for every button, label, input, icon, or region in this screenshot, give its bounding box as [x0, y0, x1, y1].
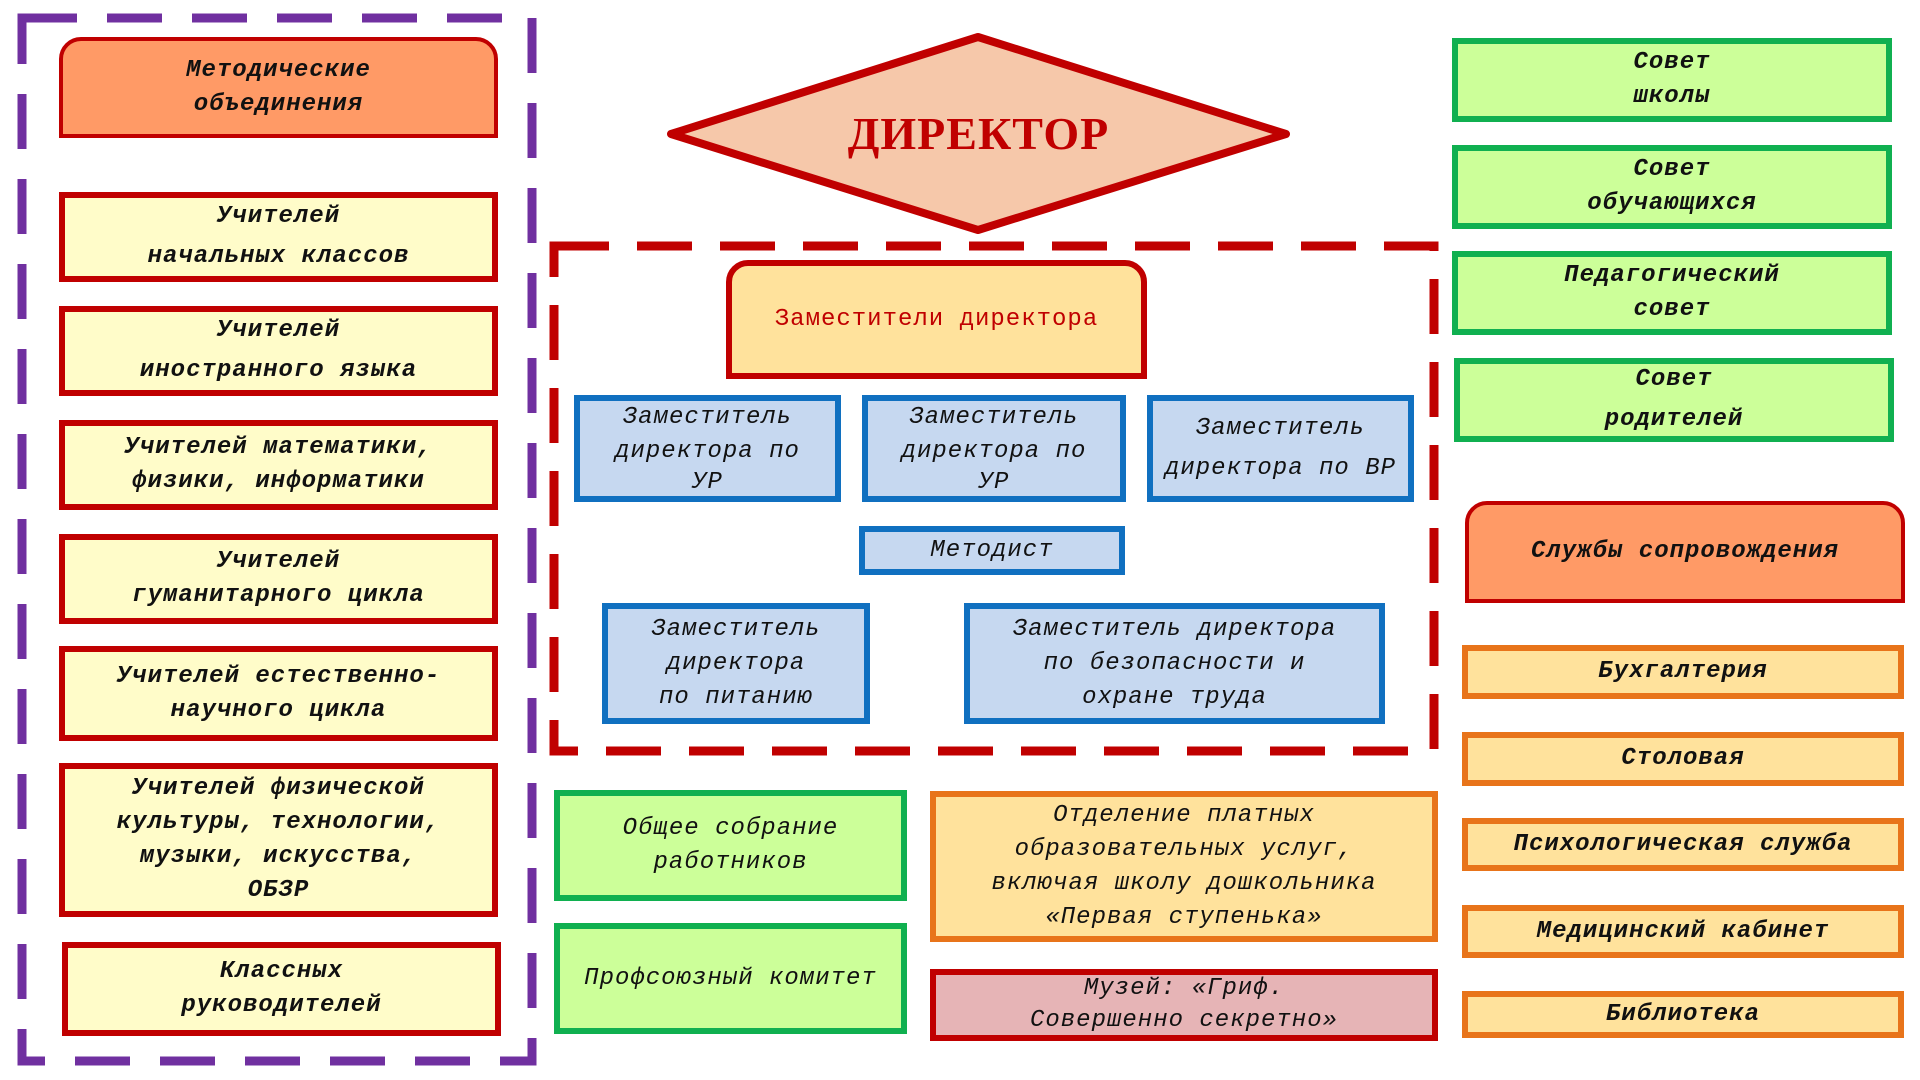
item-line: «Первая ступенька» [1045, 903, 1323, 931]
general-meeting[interactable]: Общее собрание работников [554, 790, 907, 901]
item-line: родителей [1604, 406, 1744, 433]
methodical-item-pe-arts[interactable]: Учителей физической культуры, технологии… [59, 763, 498, 917]
item-line: Учителей математики, [124, 434, 433, 461]
methodical-frame [17, 13, 537, 1066]
council-students[interactable]: Совет обучающихся [1452, 145, 1892, 229]
item-line: Медицинский кабинет [1536, 917, 1830, 945]
item-line: Заместитель [1195, 414, 1366, 442]
deputy-educational-work[interactable]: Заместитель директора по ВР [1147, 395, 1414, 502]
item-line: Столовая [1621, 745, 1745, 772]
deputies-header[interactable]: Заместители директора [726, 260, 1147, 379]
item-line: Методист [930, 536, 1054, 564]
item-line: Библиотека [1605, 1000, 1761, 1028]
support-accounting[interactable]: Бухгалтерия [1462, 645, 1904, 699]
item-line: Профсоюзный комитет [584, 964, 877, 992]
item-line: Бухгалтерия [1598, 658, 1768, 685]
paid-services-department[interactable]: Отделение платных образовательных услуг,… [930, 791, 1438, 942]
item-line: по питанию [658, 683, 814, 711]
item-line: Учителей [216, 317, 341, 344]
item-line: Педагогический [1564, 262, 1780, 289]
support-library[interactable]: Библиотека [1462, 991, 1904, 1038]
methodical-associations-header[interactable]: Методические объединения [59, 37, 498, 138]
council-pedagogical[interactable]: Педагогический совет [1452, 251, 1892, 335]
item-line: Общее собрание [622, 814, 839, 842]
item-line: ОБЗР [247, 877, 310, 904]
item-line: охране труда [1082, 683, 1267, 711]
support-services-header[interactable]: Службы сопровождения [1465, 501, 1905, 603]
item-line: Отделение платных [1053, 801, 1315, 829]
methodical-item-natural-sciences[interactable]: Учителей естественно- научного цикла [59, 646, 498, 741]
director-label[interactable]: ДИРЕКТОР [847, 108, 1110, 159]
methodical-item-class-teachers[interactable]: Классных руководителей [62, 942, 501, 1036]
item-line: директора по [901, 437, 1087, 465]
support-medical-office[interactable]: Медицинский кабинет [1462, 905, 1904, 958]
item-line: Заместитель [622, 403, 793, 431]
item-line: УР [692, 468, 723, 496]
support-canteen[interactable]: Столовая [1462, 732, 1904, 786]
methodical-item-primary[interactable]: Учителей начальных классов [59, 192, 498, 282]
item-line: начальных классов [147, 243, 410, 270]
methodical-item-foreign-language[interactable]: Учителей иностранного языка [59, 306, 498, 396]
deputy-academic-1[interactable]: Заместитель директора по УР [574, 395, 841, 502]
item-line: школы [1633, 83, 1711, 110]
item-line: иностранного языка [139, 357, 418, 384]
item-line: директора [666, 649, 806, 677]
deputy-academic-2[interactable]: Заместитель директора по УР [862, 395, 1126, 502]
item-line: гуманитарного цикла [132, 582, 425, 609]
item-line: Учителей физической [132, 775, 425, 802]
support-title: Службы сопровождения [1530, 538, 1840, 565]
header-line: объединения [193, 90, 364, 118]
item-line: директора по [615, 437, 800, 465]
item-line: Учителей естественно- [116, 662, 441, 690]
item-line: работников [653, 848, 808, 876]
item-line: Психологическая служба [1513, 830, 1853, 858]
deputy-safety[interactable]: Заместитель директора по безопасности и … [964, 603, 1385, 724]
item-line: Классных [219, 958, 344, 985]
item-line: музыки, искусства, [139, 843, 418, 870]
item-line: физики, информатики [132, 468, 425, 495]
item-line: научного цикла [170, 696, 387, 724]
methodologist[interactable]: Методист [859, 526, 1125, 575]
item-line: Музей: «Гриф. [1083, 975, 1285, 1002]
item-line: включая школу дошкольника [991, 869, 1377, 897]
item-line: Заместитель [909, 403, 1079, 431]
item-line: Учителей [216, 548, 341, 575]
item-line: директора по ВР [1164, 454, 1397, 482]
museum[interactable]: Музей: «Гриф. Совершенно секретно» [930, 969, 1438, 1041]
item-line: Совет [1633, 49, 1711, 76]
header-line: Методические [186, 56, 371, 84]
item-line: Совет [1635, 366, 1713, 393]
item-line: культуры, технологии, [116, 809, 441, 836]
deputies-frame [549, 241, 1439, 756]
council-parents[interactable]: Совет родителей [1454, 358, 1894, 442]
item-line: обучающихся [1587, 190, 1757, 217]
item-line: Заместитель [651, 615, 821, 643]
item-line: руководителей [181, 992, 382, 1019]
council-school[interactable]: Совет школы [1452, 38, 1892, 122]
item-line: Заместитель директора [1012, 615, 1337, 643]
item-line: УР [978, 468, 1010, 496]
trade-union-committee[interactable]: Профсоюзный комитет [554, 923, 907, 1034]
director-diamond [667, 33, 1290, 234]
item-line: совет [1633, 296, 1711, 323]
methodical-item-math[interactable]: Учителей математики, физики, информатики [59, 420, 498, 510]
item-line: по безопасности и [1043, 649, 1306, 677]
item-line: Учителей [216, 203, 341, 230]
deputies-title: Заместители директора [774, 305, 1099, 333]
item-line: Совершенно секретно» [1029, 1007, 1339, 1034]
support-psychological-service[interactable]: Психологическая служба [1462, 818, 1904, 871]
item-line: Совет [1633, 156, 1711, 183]
deputy-catering[interactable]: Заместитель директора по питанию [602, 603, 870, 724]
methodical-item-humanities[interactable]: Учителей гуманитарного цикла [59, 534, 498, 624]
item-line: образовательных услуг, [1014, 835, 1354, 863]
